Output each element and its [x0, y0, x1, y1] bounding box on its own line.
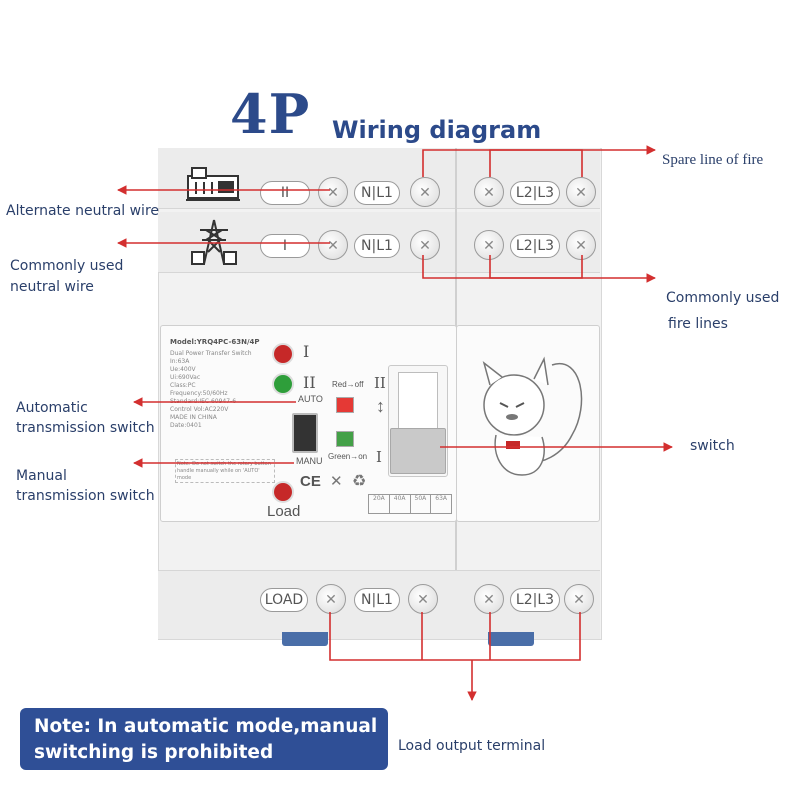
manual-note-text: Note: Do not switch the rotary button ha… — [177, 461, 271, 481]
fox-mascot-icon — [482, 356, 583, 476]
spec-line: MADE IN CHINA — [170, 414, 217, 421]
title-wiring-diagram: Wiring diagram — [332, 116, 542, 144]
terminal-screw-icon — [318, 177, 348, 207]
spec-line: Class:PC — [170, 382, 196, 389]
terminal-screw-icon — [566, 177, 596, 207]
terminal-screw-icon — [474, 584, 504, 614]
rating-table: 20A 40A 50A 63A — [368, 494, 452, 514]
tag-load: LOAD — [260, 588, 308, 612]
lever-top-roman: II — [374, 374, 386, 392]
note-text: Note: In automatic mode,manual switching… — [34, 714, 384, 766]
source-1-roman: I — [303, 342, 310, 361]
load-label: Load — [267, 503, 301, 520]
label-spare-fire: Spare line of fire — [662, 152, 764, 168]
label-alternate-neutral: Alternate neutral wire — [6, 203, 160, 219]
power-tower-icon — [191, 219, 237, 265]
source-2-roman: II — [303, 373, 316, 392]
spec-line: In:63A — [170, 358, 190, 365]
model-label: Model:YRQ4PC-63N/4P — [170, 338, 260, 346]
lever-arrow-icon: ↕ — [376, 396, 385, 416]
switch-handle[interactable] — [390, 428, 446, 474]
rating-cell: 50A — [411, 495, 432, 513]
spec-line: Control Vol:AC220V — [170, 406, 229, 413]
label-common-fire-1: Commonly used — [666, 290, 780, 306]
manu-label: MANU — [296, 456, 323, 466]
green-on-label: Green→on — [328, 452, 368, 461]
din-clip-left — [282, 632, 328, 646]
rating-cell: 20A — [369, 495, 390, 513]
switch-handle-window — [398, 372, 438, 432]
terminal-screw-icon — [408, 584, 438, 614]
terminal-screw-icon — [564, 584, 594, 614]
label-load-output: Load output terminal — [398, 738, 546, 754]
label-common-neutral-1: Commonly used — [10, 258, 124, 274]
terminal-screw-icon — [566, 230, 596, 260]
auto-manual-toggle[interactable] — [292, 413, 318, 453]
red-off-label: Red→off — [332, 380, 364, 389]
generator-icon — [186, 167, 240, 201]
source-1-indicator-light — [272, 343, 294, 365]
spec-line: Date:0401 — [170, 422, 202, 429]
ce-mark: CE — [300, 473, 321, 490]
terminal-screw-icon — [410, 177, 440, 207]
lever-bottom-roman: I — [376, 448, 382, 466]
tag-l2-l3: L2|L3 — [510, 181, 560, 205]
rating-cell: 40A — [390, 495, 411, 513]
label-common-neutral-2: neutral wire — [10, 279, 94, 295]
spec-line: Ue:400V — [170, 366, 196, 373]
spec-line: Ui:690Vac — [170, 374, 201, 381]
manual-note-box: Note: Do not switch the rotary button ha… — [175, 459, 275, 483]
weee-bin-icon: ✕ — [330, 473, 343, 490]
tag-n-l1: N|L1 — [354, 588, 400, 612]
label-manual-switch-1: Manual — [16, 468, 67, 484]
green-on-indicator — [336, 431, 354, 447]
tag-l2-l3: L2|L3 — [510, 234, 560, 258]
terminal-screw-icon — [318, 230, 348, 260]
terminal-screw-icon — [474, 177, 504, 207]
tag-n-l1: N|L1 — [354, 181, 400, 205]
auto-label: AUTO — [298, 394, 323, 404]
terminal-screw-icon — [410, 230, 440, 260]
recycle-icon: ♻ — [352, 473, 367, 490]
terminal-screw-icon — [474, 230, 504, 260]
tag-source-1: I — [260, 234, 310, 258]
tag-source-2: II — [260, 181, 310, 205]
note-line-2: switching is prohibited — [34, 742, 274, 763]
label-auto-switch-2: transmission switch — [16, 420, 155, 436]
source-2-indicator-light — [272, 373, 294, 395]
label-auto-switch-1: Automatic — [16, 400, 88, 416]
din-clip-right — [488, 632, 534, 646]
note-line-1: Note: In automatic mode,manual — [34, 716, 378, 737]
load-indicator-light — [272, 481, 294, 503]
spec-line: Frequency:50/60Hz — [170, 390, 228, 397]
note-banner — [20, 708, 388, 770]
label-manual-switch-2: transmission switch — [16, 488, 155, 504]
tag-n-l1: N|L1 — [354, 234, 400, 258]
terminal-screw-icon — [316, 584, 346, 614]
label-switch: switch — [690, 438, 735, 454]
title-4p: 4P — [230, 82, 311, 146]
tag-l2-l3: L2|L3 — [510, 588, 560, 612]
label-common-fire-2: fire lines — [668, 316, 728, 332]
red-off-indicator — [336, 397, 354, 413]
spec-line: Dual Power Transfer Switch — [170, 350, 252, 357]
rating-cell: 63A — [435, 495, 447, 502]
